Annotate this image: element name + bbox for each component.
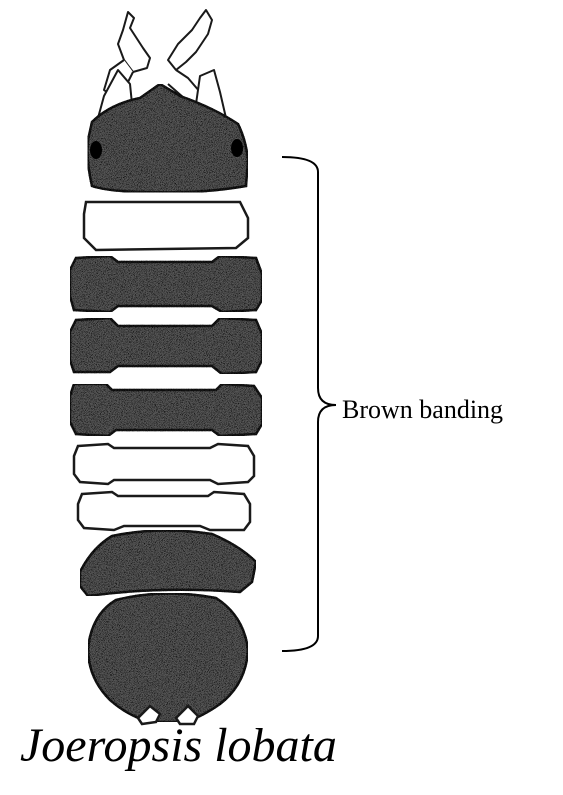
right-antenna xyxy=(168,10,212,70)
species-caption: Joeropsis lobata xyxy=(20,718,337,773)
segment-5-pale xyxy=(74,444,254,484)
segment-6-pale xyxy=(78,492,250,530)
left-eye xyxy=(90,141,102,159)
banding-bracket xyxy=(282,157,336,651)
right-eye xyxy=(231,139,243,157)
pereon xyxy=(70,202,262,596)
segment-4-banded xyxy=(70,384,262,436)
segment-1-pale xyxy=(84,202,248,250)
pleotelson xyxy=(88,593,248,724)
brown-banding-label: Brown banding xyxy=(342,395,503,424)
segment-3-banded xyxy=(70,318,262,374)
segment-7-banded xyxy=(80,530,256,596)
segment-2-banded xyxy=(70,256,262,312)
